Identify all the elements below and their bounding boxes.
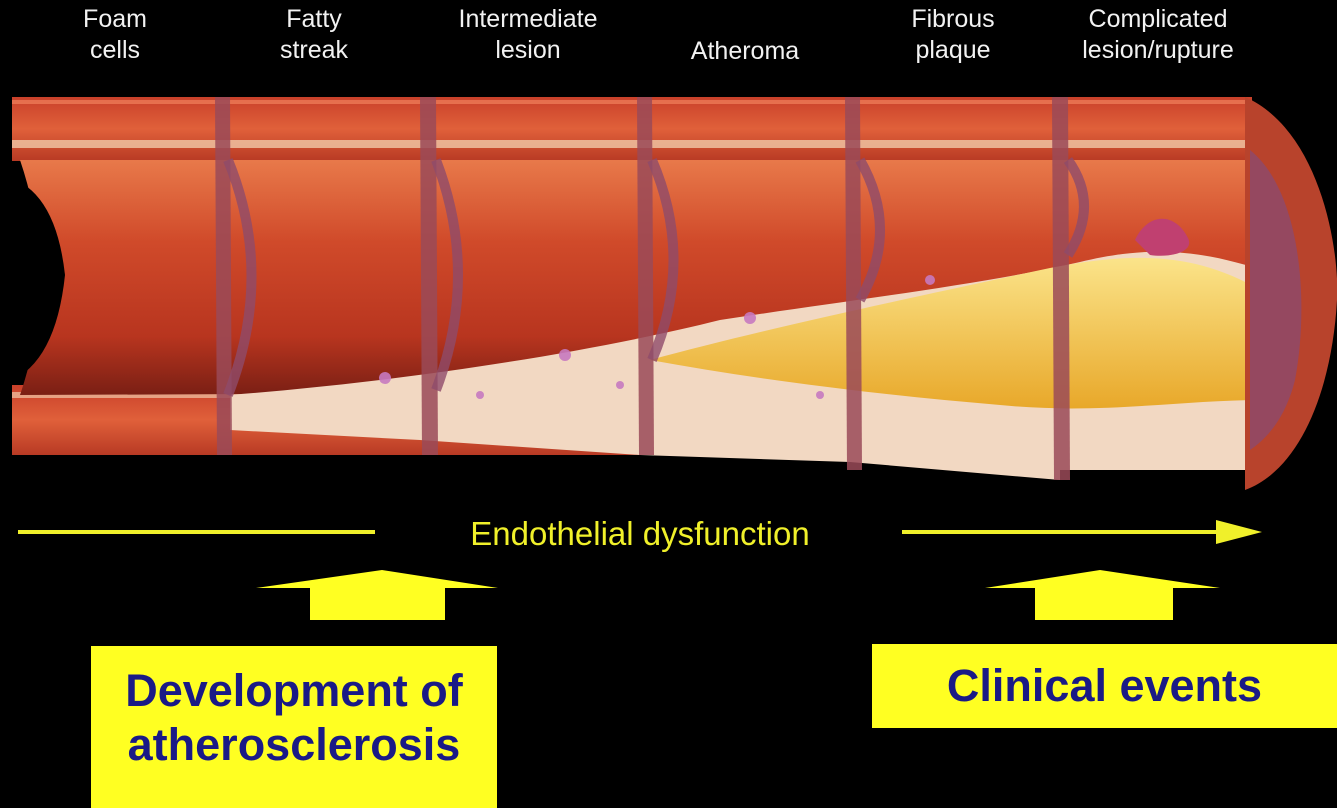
clinical-up-arrow-icon bbox=[985, 570, 1220, 620]
endothelial-dysfunction-label: Endothelial dysfunction bbox=[400, 512, 880, 556]
clinical-events-callout: Clinical events bbox=[872, 644, 1337, 728]
development-of-atherosclerosis-callout: Development of atherosclerosis bbox=[91, 646, 497, 808]
development-up-arrow-icon bbox=[256, 570, 498, 620]
